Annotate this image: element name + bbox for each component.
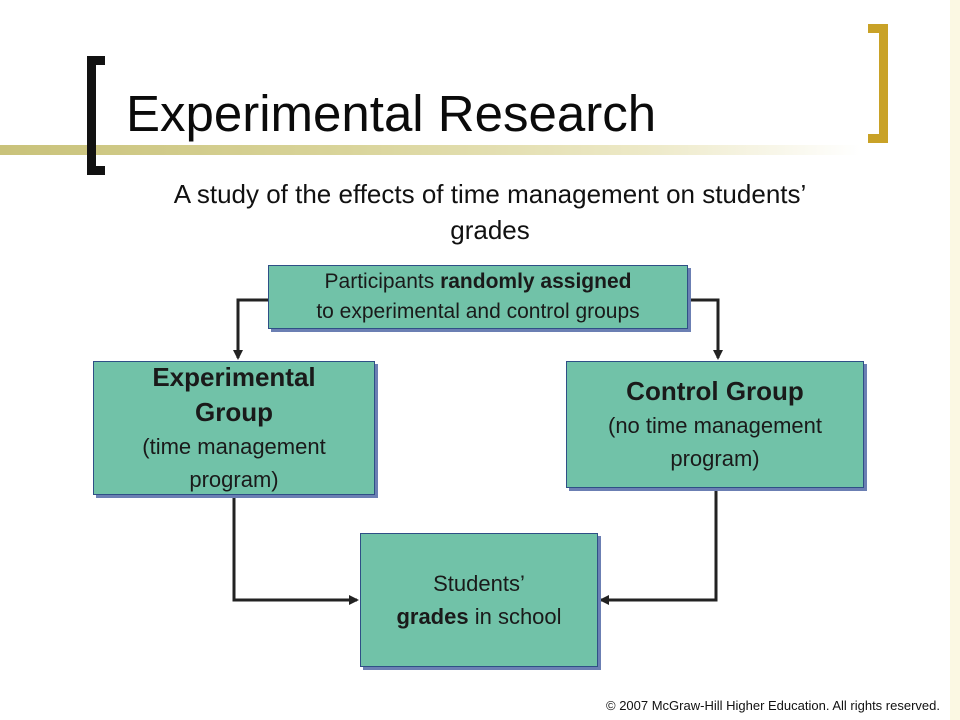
control-group-desc-2: program) (670, 446, 760, 471)
copyright-notice: © 2007 McGraw-Hill Higher Education. All… (606, 698, 940, 713)
experimental-group-title-1: Experimental (152, 362, 316, 392)
title-underline-rule (0, 145, 860, 155)
experimental-group-desc-2: program) (189, 467, 279, 492)
control-group-box: Control Group (no time management progra… (566, 361, 864, 488)
arrow-experimental-to-outcome (232, 495, 359, 605)
experimental-group-box: Experimental Group (time management prog… (93, 361, 375, 495)
outcome-box: Students’ grades in school (360, 533, 598, 667)
randomly-assigned-text: randomly assigned (440, 270, 632, 293)
participants-text: Participants (324, 270, 441, 293)
slide-title: Experimental Research (126, 85, 657, 142)
participants-box: Participants randomly assigned to experi… (268, 265, 688, 329)
grades-text: grades (396, 604, 469, 629)
outcome-line-2: grades in school (396, 600, 561, 633)
slide-subtitle: A study of the effects of time managemen… (173, 179, 807, 245)
left-bracket-decoration (87, 56, 105, 175)
experimental-group-title-2: Group (195, 397, 273, 427)
arrow-participants-to-experimental (233, 298, 268, 360)
in-school-text: in school (468, 604, 562, 629)
experimental-group-desc-1: (time management (142, 434, 326, 459)
participants-line-1: Participants randomly assigned (325, 267, 632, 297)
control-group-title: Control Group (626, 376, 804, 406)
outcome-line-1: Students’ (433, 571, 525, 596)
right-bracket-decoration (868, 24, 888, 143)
arrow-participants-to-control (688, 298, 723, 360)
control-group-desc-1: (no time management (608, 413, 822, 438)
arrow-control-to-outcome (599, 488, 718, 605)
participants-line-2: to experimental and control groups (316, 300, 640, 323)
right-edge-strip (950, 0, 960, 720)
